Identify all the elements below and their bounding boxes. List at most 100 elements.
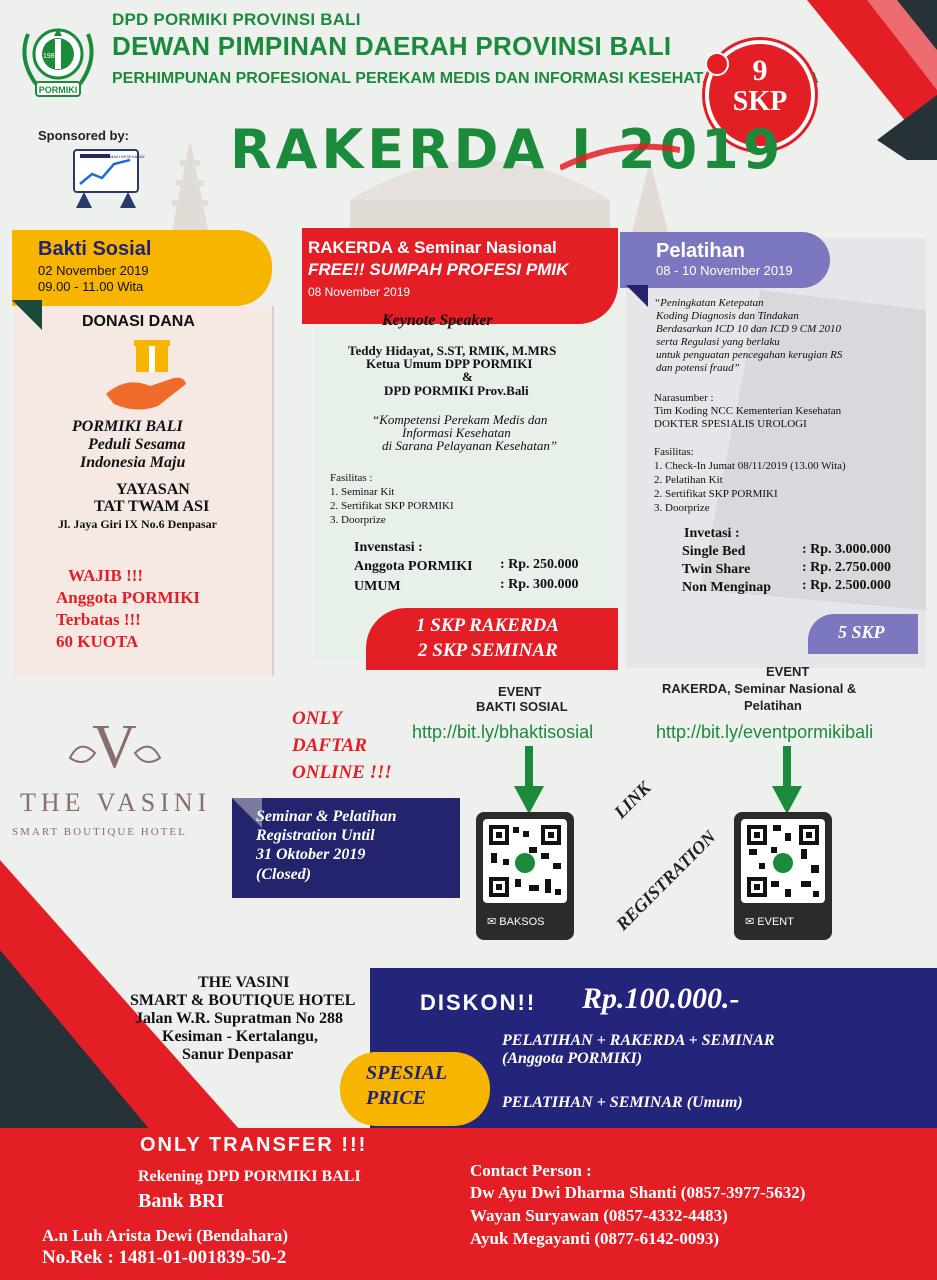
qr-label-baksos: ✉ BAKSOS xyxy=(487,916,545,928)
pelatihan-fasilitas-label: Fasilitas: xyxy=(654,446,694,458)
registration-box-edge xyxy=(232,798,262,828)
special-price-badge xyxy=(340,1052,490,1126)
skp-badge-number: 9 xyxy=(752,54,768,87)
bakti-line-3: Indonesia Maju xyxy=(80,454,186,471)
skp-badge-unit: SKP xyxy=(732,86,788,117)
account-number: No.Rek : 1481-01-001839-50-2 xyxy=(42,1247,287,1268)
account-name: A.n Luh Arista Dewi (Bendahara) xyxy=(42,1226,289,1245)
seminar-fasilitas-label: Fasilitas : xyxy=(330,472,373,484)
seminar-fas-3: 3. Doorprize xyxy=(330,514,386,526)
seminar-skp-1: 1 SKP RAKERDA xyxy=(416,615,559,636)
price-1-label: Anggota PORMIKI xyxy=(354,559,473,574)
bakti-line-2: Peduli Sesama xyxy=(88,436,186,453)
seminar-header xyxy=(302,228,618,324)
room-1-label: Single Bed xyxy=(682,544,746,559)
qr-pattern xyxy=(489,825,561,897)
seminar-date: 08 November 2019 xyxy=(308,285,411,299)
event-1-link[interactable]: http://bit.ly/bhaktisosial xyxy=(412,722,594,742)
event-2-link[interactable]: http://bit.ly/eventpormikibali xyxy=(656,722,874,742)
yayasan-1: YAYASAN xyxy=(116,481,190,498)
yayasan-2: TAT TWAM ASI xyxy=(94,498,210,515)
only-daftar-2: DAFTAR xyxy=(292,735,367,756)
room-2-label: Twin Share xyxy=(682,562,751,577)
pelatihan-fas-2: 2. Pelatihan Kit xyxy=(654,474,723,486)
skp-badge: 9 SKP xyxy=(705,40,815,150)
bank-name: Bank BRI xyxy=(138,1190,225,1212)
hotel-address-2: Kesiman - Kertalangu, xyxy=(162,1028,318,1045)
until-2: Registration Until xyxy=(256,827,375,844)
narasumber-1: Tim Koding NCC Kementerian Kesehatan xyxy=(654,405,842,417)
seminar-subtitle: FREE!! SUMPAH PROFESI PMIK xyxy=(308,260,569,279)
qr-label-event: ✉ EVENT xyxy=(745,916,794,928)
pormiki-logo: PORMIKI 1989 xyxy=(22,28,94,97)
pelatihan-fas-1: 1. Check-In Jumat 08/11/2019 (13.00 Wita… xyxy=(654,460,846,472)
pelatihan-quote-6: dan potensi fraud” xyxy=(656,362,740,374)
until-3: 31 Oktober 2019 xyxy=(256,846,366,863)
bakti-address: Jl. Jaya Giri IX No.6 Denpasar xyxy=(58,517,217,531)
vasini-logo-name: THE VASINI xyxy=(20,788,212,817)
room-1-price: : Rp. 3.000.000 xyxy=(802,542,892,557)
qr-pattern xyxy=(747,825,819,897)
pelatihan-header xyxy=(620,232,830,288)
gift-hand-icon xyxy=(106,340,186,410)
contact-1: Dw Ayu Dwi Dharma Shanti (0857-3977-5632… xyxy=(470,1183,806,1202)
pelatihan-quote-2: Koding Diagnosis dan Tindakan xyxy=(656,310,799,322)
room-2-price: : Rp. 2.750.000 xyxy=(802,560,892,575)
seminar-fas-2: 2. Sertifikat SKP PORMIKI xyxy=(330,500,454,512)
seminar-fas-1: 1. Seminar Kit xyxy=(330,486,395,498)
sponsor-name: MEDIA INFORMASI KESEHATAN xyxy=(84,154,145,159)
hotel-name-1: THE VASINI xyxy=(198,974,290,991)
diskon-package-2: PELATIHAN + SEMINAR (Umum) xyxy=(502,1094,743,1111)
only-daftar-1: ONLY xyxy=(292,708,342,729)
bakti-date: 02 November 2019 xyxy=(38,263,149,278)
sponsor-chart-icon xyxy=(73,149,139,208)
diskon-package-1b: (Anggota PORMIKI) xyxy=(502,1050,643,1067)
seminar-panel xyxy=(314,300,616,660)
donasi-title: DONASI DANA xyxy=(82,313,195,330)
qr-card-event[interactable]: ✉ EVENT xyxy=(734,812,832,940)
header-line-3: PERHIMPUNAN PROFESIONAL PEREKAM MEDIS DA… xyxy=(112,70,819,87)
pelatihan-quote-1: “Peningkatan Ketepatan xyxy=(654,297,764,309)
event-2-title-1: EVENT xyxy=(766,664,810,679)
pelatihan-skp-box xyxy=(808,614,918,654)
event-2-title-3: Pelatihan xyxy=(744,698,802,713)
contact-2: Wayan Suryawan (0857-4332-4483) xyxy=(470,1206,728,1225)
qr-code[interactable] xyxy=(483,819,567,903)
special-price-1: SPESIAL xyxy=(366,1062,448,1084)
seminar-title: RAKERDA & Seminar Nasional xyxy=(308,238,557,257)
bakti-line-1: PORMIKI BALI xyxy=(72,418,183,435)
qr-label-event-text: EVENT xyxy=(757,916,794,928)
rekening-label: Rekening DPD PORMIKI BALI xyxy=(138,1168,361,1185)
theme-3: di Sarana Pelayanan Kesehatan” xyxy=(382,438,558,453)
arrow-down-icon xyxy=(772,746,802,814)
sponsored-label: Sponsored by: xyxy=(38,128,130,143)
diskon-label: DISKON!! xyxy=(420,990,537,1015)
wajib-4: 60 KUOTA xyxy=(56,632,139,651)
special-price-2: PRICE xyxy=(366,1087,427,1109)
price-2: : Rp. 300.000 xyxy=(500,577,579,592)
room-3-price: : Rp. 2.500.000 xyxy=(802,578,892,593)
pelatihan-book-bg xyxy=(700,290,926,610)
qr-card-baksos[interactable]: ✉ BAKSOS xyxy=(476,812,574,940)
header-line-1: DPD PORMIKI PROVINSI BALI xyxy=(112,10,361,29)
logo-year: 1989 xyxy=(43,53,59,60)
bakti-tab-fold xyxy=(12,300,42,330)
speaker-amp: & xyxy=(462,369,473,384)
bakti-time: 09.00 - 11.00 Wita xyxy=(38,279,144,294)
pelatihan-quote-5: untuk penguatan pencegahan kerugian RS xyxy=(656,349,843,361)
vasini-logo-sub: SMART BOUTIQUE HOTEL xyxy=(12,826,187,838)
pelatihan-quote-3: Berdasarkan ICD 10 dan ICD 9 CM 2010 xyxy=(656,323,842,335)
price-2-label: UMUM xyxy=(354,579,401,594)
pelatihan-skp: 5 SKP xyxy=(838,622,885,642)
qr-code[interactable] xyxy=(741,819,825,903)
event-1-title-1: EVENT xyxy=(498,684,542,699)
pelatihan-title: Pelatihan xyxy=(656,240,745,262)
pelatihan-fas-3: 2. Sertifikat SKP PORMIKI xyxy=(654,488,778,500)
wajib-1: WAJIB !!! xyxy=(68,566,144,585)
narasumber-label: Narasumber : xyxy=(654,392,714,404)
corner-decoration xyxy=(807,0,937,160)
bottom-left-decoration xyxy=(0,860,240,1130)
hotel-name-2: SMART & BOUTIQUE HOTEL xyxy=(130,992,356,1009)
bakti-header xyxy=(12,230,272,306)
event-1-title-2: BAKTI SOSIAL xyxy=(476,699,568,714)
